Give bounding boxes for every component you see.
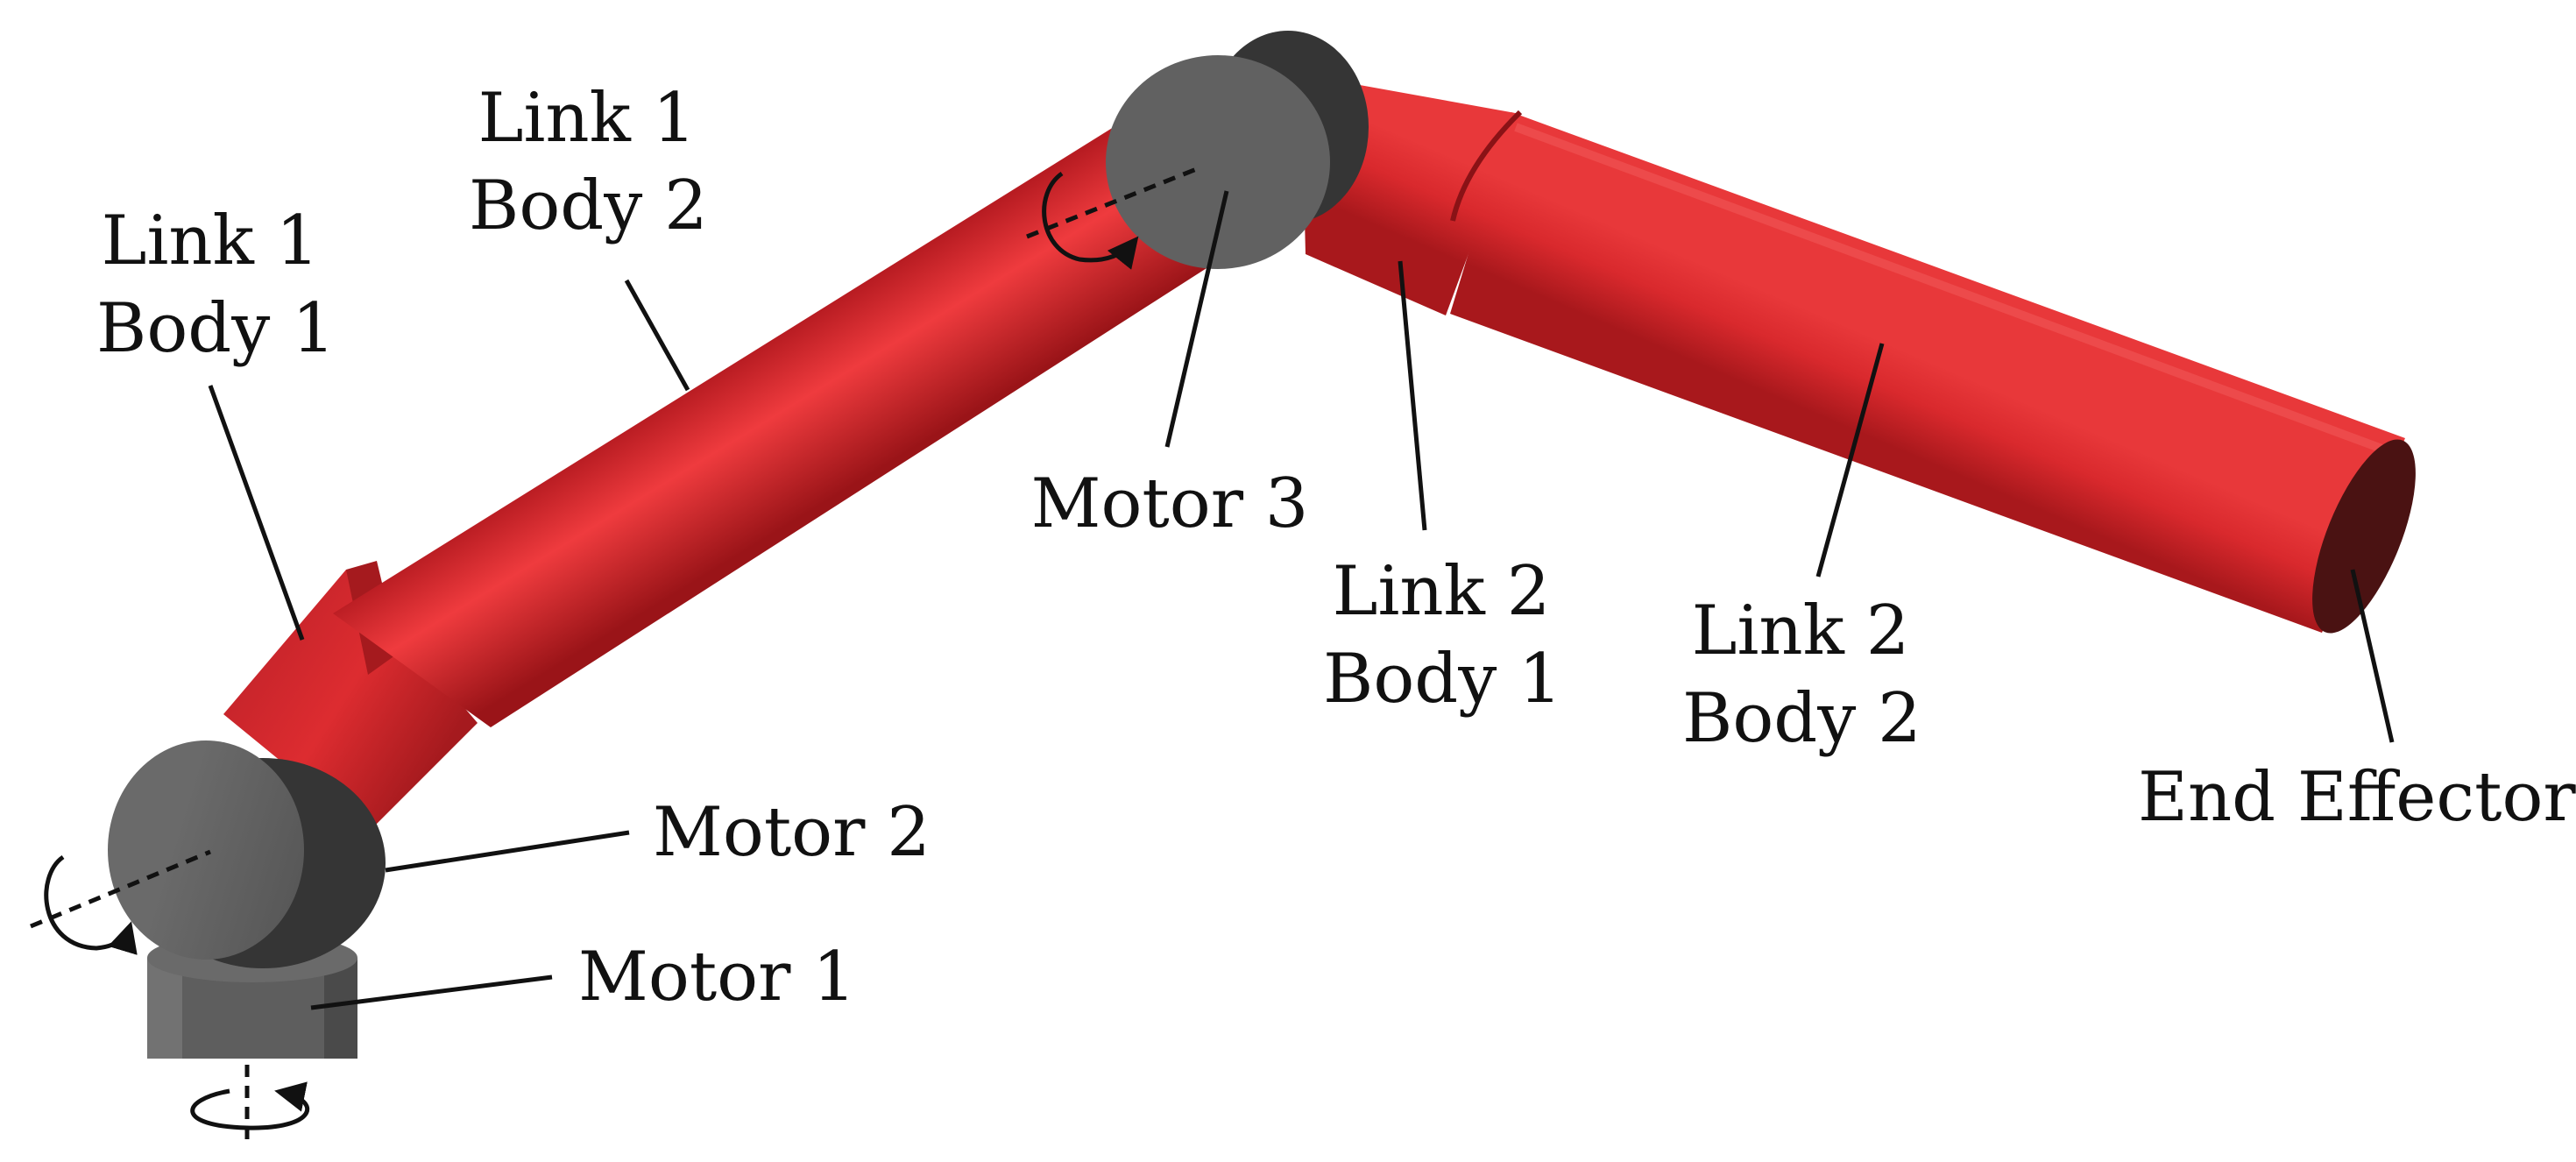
link-2-body-2 bbox=[1450, 110, 2405, 633]
leader-end-effector bbox=[2350, 569, 2395, 743]
end-effector-face bbox=[2312, 439, 2416, 634]
label-link-2-body-2-line-2: Body 2 bbox=[1682, 679, 1921, 758]
leader-link-1-body-1 bbox=[208, 385, 305, 641]
label-link-1-body-2-line-1: Link 1 bbox=[478, 79, 697, 158]
leader-link-2-body-2 bbox=[1815, 343, 1885, 577]
leader-motor-2 bbox=[385, 830, 630, 873]
leader-lines bbox=[208, 190, 2395, 1010]
motor-2 bbox=[108, 740, 386, 968]
motor-3 bbox=[1106, 31, 1369, 269]
label-motor-3: Motor 3 bbox=[1030, 464, 1309, 543]
leader-motor-1 bbox=[310, 974, 553, 1010]
label-link-2-body-1-line-1: Link 2 bbox=[1332, 552, 1551, 631]
label-link-1-body-1: Link 1 Body 1 bbox=[96, 197, 336, 372]
motor-2-rotation-axis bbox=[30, 849, 211, 955]
leader-link-1-body-2 bbox=[624, 279, 690, 392]
label-link-2-body-1-line-2: Body 1 bbox=[1323, 640, 1562, 719]
label-link-1-body-2-line-2: Body 2 bbox=[469, 167, 708, 245]
label-end-effector: End Effector bbox=[2138, 758, 2576, 837]
label-motor-1: Motor 1 bbox=[578, 938, 856, 1017]
label-link-1-body-1-line-1: Link 1 bbox=[101, 202, 320, 280]
label-motor-2: Motor 2 bbox=[653, 793, 931, 872]
motor-3-rotation-axis bbox=[1026, 166, 1200, 270]
label-link-2-body-1: Link 2 Body 1 bbox=[1323, 548, 1562, 723]
label-link-2-body-2: Link 2 Body 2 bbox=[1682, 587, 1921, 762]
motor-1-rotation-axis bbox=[190, 1065, 310, 1139]
label-link-1-body-2: Link 1 Body 2 bbox=[469, 74, 708, 250]
label-link-1-body-1-line-2: Body 1 bbox=[96, 289, 336, 368]
leader-motor-3 bbox=[1164, 190, 1229, 448]
leader-link-2-body-1 bbox=[1398, 260, 1427, 531]
label-link-2-body-2-line-1: Link 2 bbox=[1691, 592, 1910, 670]
